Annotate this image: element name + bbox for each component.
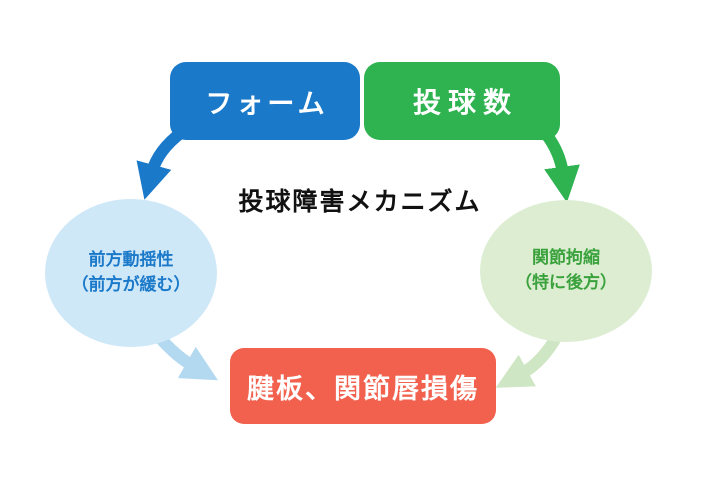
arrow-pitchcount-to-contracture — [540, 128, 580, 203]
node-anterior-instability: 前方動揺性 （前方が緩む） — [45, 199, 217, 347]
diagram-title: 投球障害メカニズム — [238, 187, 482, 216]
node-form: フォーム — [170, 62, 360, 140]
node-pitch-count: 投球数 — [364, 62, 560, 140]
node-anterior-instability-line1: 前方動揺性 — [88, 250, 174, 271]
node-pitch-count-label: 投球数 — [412, 86, 518, 119]
node-injury-label: 腱板、関節唇損傷 — [247, 373, 479, 405]
node-joint-contracture-line1: 関節拘縮 — [532, 248, 600, 269]
node-injury: 腱板、関節唇損傷 — [230, 348, 496, 424]
node-form-label: フォーム — [205, 88, 329, 120]
node-anterior-instability-line2: （前方が緩む） — [71, 275, 191, 295]
node-joint-contracture: 関節拘縮 （特に後方） — [480, 200, 652, 342]
node-joint-contracture-line2: （特に後方） — [515, 273, 617, 293]
